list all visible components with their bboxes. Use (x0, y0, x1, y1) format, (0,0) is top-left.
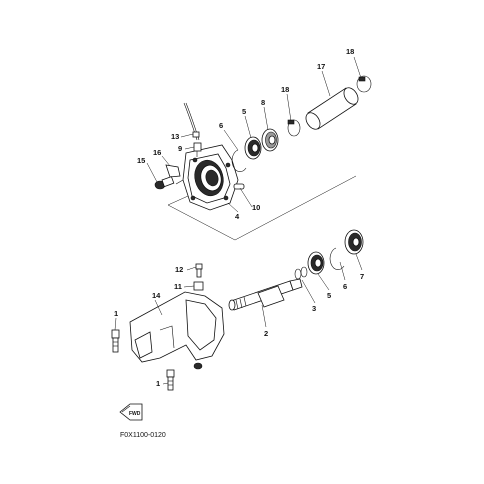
housing-part-14 (129, 291, 225, 370)
callout-3: 3 (312, 304, 316, 313)
bracket-part-16 (165, 164, 181, 178)
callout-18-upper: 18 (346, 47, 354, 56)
hose-part-17 (305, 87, 359, 130)
callout-12: 12 (175, 265, 183, 274)
figure-code: F0X1100-0120 (120, 432, 166, 439)
o-rings-part-3 (294, 266, 308, 280)
hose-clamp-part-18-lower (287, 119, 301, 137)
callout-17: 17 (317, 62, 325, 71)
callout-labels: 18 17 18 8 5 6 13 9 16 15 10 4 12 11 14 … (114, 47, 364, 388)
upper-assembly-frame (167, 175, 357, 241)
callout-1-upper: 1 (114, 309, 118, 318)
callout-15: 15 (137, 156, 145, 165)
bolt-part-1-lower (166, 369, 175, 391)
callout-7: 7 (360, 272, 364, 281)
nipple-part-13 (192, 131, 200, 138)
callout-13: 13 (171, 132, 179, 141)
bearing-part-7 (344, 229, 364, 255)
bolt-part-12 (195, 263, 203, 278)
callout-1-lower: 1 (156, 379, 160, 388)
callout-11: 11 (174, 282, 182, 291)
callout-14: 14 (152, 291, 161, 300)
callout-6-lower: 6 (343, 282, 347, 291)
circlip-part-6-lower (329, 247, 345, 270)
drive-shaft-part-2 (228, 278, 303, 311)
fwd-arrow-icon: FWD (119, 403, 143, 421)
seal-part-8 (261, 128, 279, 152)
hose-clamp-part-18-upper (356, 75, 372, 93)
callout-6-upper: 6 (219, 121, 223, 130)
callout-5-lower: 5 (327, 291, 331, 300)
bolt-part-1-upper (111, 329, 120, 353)
callout-5-upper: 5 (242, 107, 246, 116)
fitting-part-11 (193, 281, 204, 291)
circlip-part-6-upper (231, 149, 247, 172)
callout-9: 9 (178, 144, 182, 153)
callout-2: 2 (264, 329, 268, 338)
callout-4: 4 (235, 212, 240, 221)
dowel-part-10 (233, 183, 245, 190)
callout-18-lower: 18 (281, 85, 289, 94)
fwd-label: FWD (129, 411, 141, 417)
callout-16: 16 (153, 148, 161, 157)
callout-8: 8 (261, 98, 265, 107)
bearing-part-5-upper (244, 136, 262, 160)
bearing-housing-part-4 (175, 144, 239, 211)
bearing-part-5-lower (307, 251, 325, 275)
leader-lines (114, 56, 363, 385)
callout-10: 10 (252, 203, 260, 212)
bolt-part-15 (154, 176, 175, 190)
